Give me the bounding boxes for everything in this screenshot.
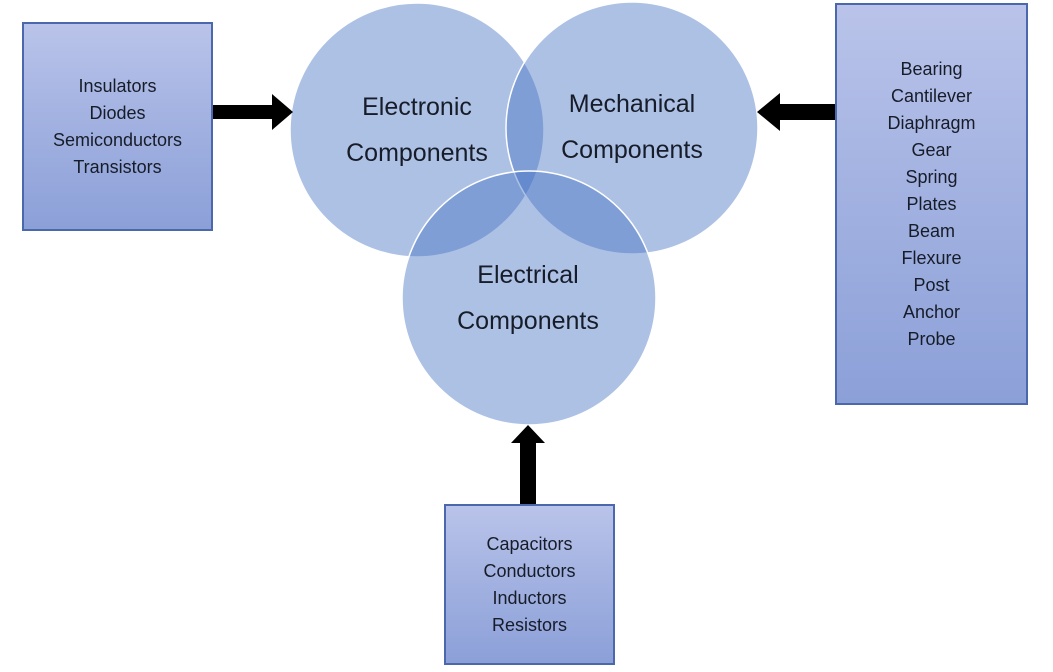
right-arrow-icon: [757, 93, 836, 131]
list-item: Anchor: [902, 301, 961, 322]
label-line: Electronic: [362, 93, 472, 121]
list-item: Plates: [906, 193, 957, 214]
list-item: Resistors: [491, 614, 567, 635]
list-item: Flexure: [901, 247, 962, 268]
mechanical-circle-label: Mechanical Components: [561, 81, 703, 173]
right-list-box: Bearing Cantilever Diaphragm Gear Spring…: [835, 3, 1028, 405]
electrical-circle-label: Electrical Components: [457, 252, 599, 344]
label-line: Electrical: [477, 261, 579, 289]
label-line: Components: [346, 139, 488, 167]
list-item: Inductors: [492, 587, 567, 608]
list-item: Post: [913, 274, 950, 295]
list-item: Beam: [907, 220, 956, 241]
label-line: Mechanical: [568, 90, 696, 118]
left-arrow-icon: [213, 94, 293, 130]
bottom-list-box: Capacitors Conductors Inductors Resistor…: [444, 504, 615, 665]
list-item: Spring: [905, 166, 958, 187]
list-item: Semiconductors: [52, 129, 183, 150]
label-line: Components: [457, 307, 599, 335]
mechanical-circle: [505, 1, 759, 255]
label-line: Components: [561, 136, 703, 164]
list-item: Insulators: [78, 75, 157, 96]
list-item: Conductors: [483, 560, 576, 581]
list-item: Capacitors: [486, 533, 573, 554]
list-item: Bearing: [900, 58, 963, 79]
up-arrow-icon: [511, 425, 545, 504]
list-item: Gear: [911, 139, 952, 160]
electronic-circle: [289, 2, 545, 258]
electrical-circle: [401, 170, 657, 426]
electronic-circle-label: Electronic Components: [346, 84, 488, 176]
list-item: Probe: [907, 328, 956, 349]
list-item: Cantilever: [890, 85, 973, 106]
list-item: Diodes: [89, 102, 146, 123]
list-item: Diaphragm: [887, 112, 976, 133]
list-item: Transistors: [73, 156, 162, 177]
left-list-box: Insulators Diodes Semiconductors Transis…: [22, 22, 213, 231]
